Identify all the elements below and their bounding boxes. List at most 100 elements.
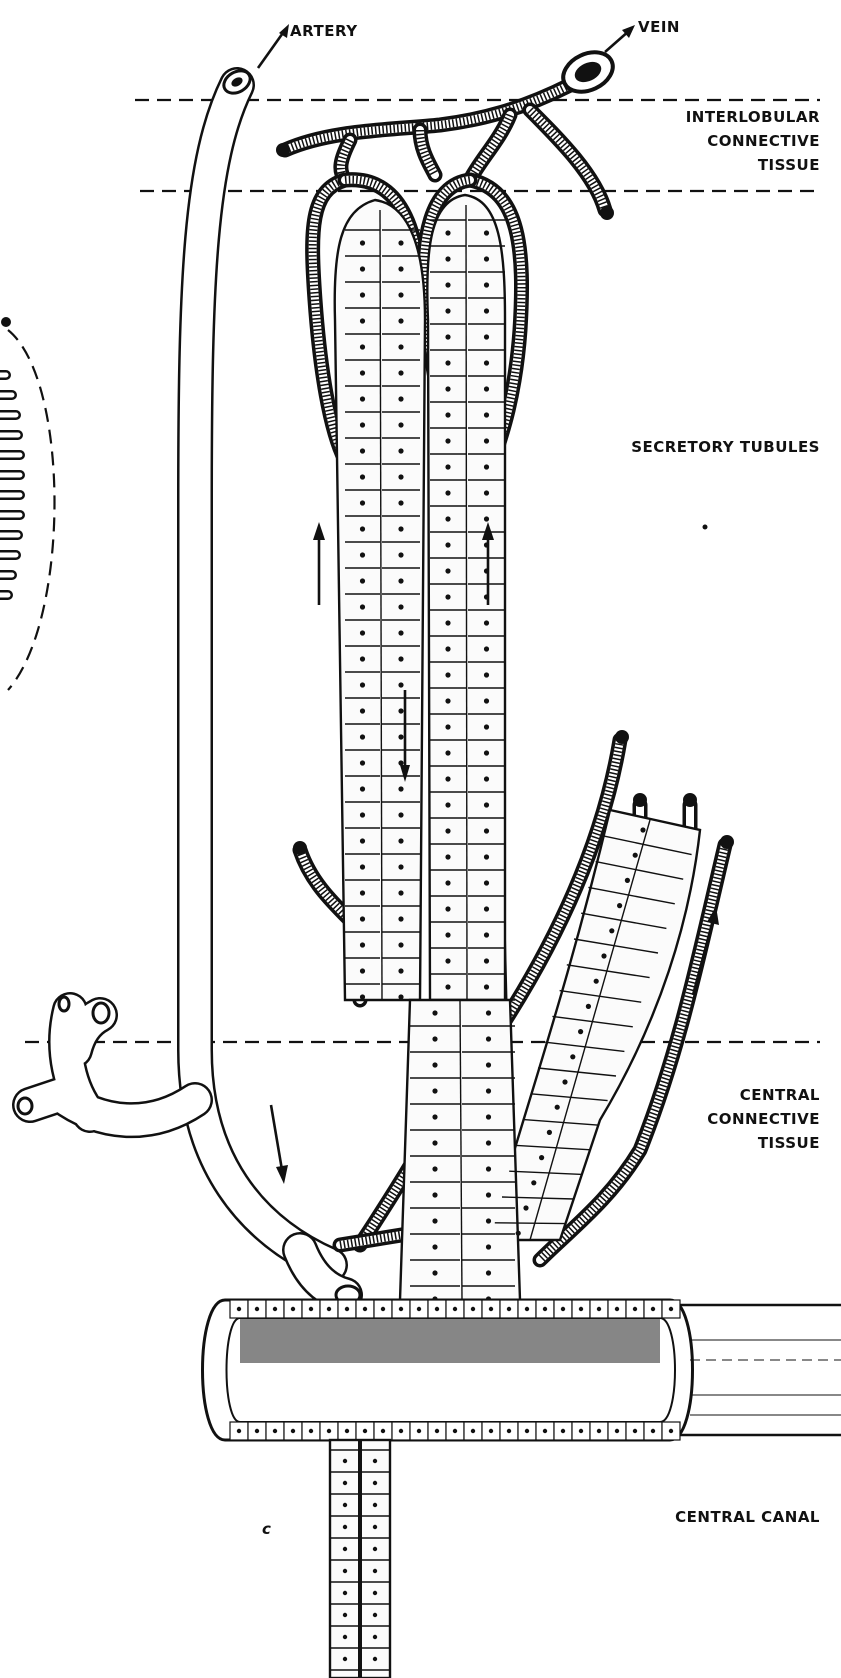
cell-nucleus: [360, 318, 365, 323]
cell-nucleus: [373, 1525, 377, 1529]
cell-nucleus: [343, 1459, 347, 1463]
cell-nucleus: [471, 1429, 475, 1433]
stray-dot: [703, 525, 708, 530]
cell-nucleus: [432, 1244, 437, 1249]
cell-nucleus: [486, 1140, 491, 1145]
cell-nucleus: [523, 1205, 528, 1210]
cell-nucleus: [561, 1307, 565, 1311]
cell-nucleus: [432, 1088, 437, 1093]
cell-nucleus: [543, 1429, 547, 1433]
cell-nucleus: [445, 880, 450, 885]
cell-nucleus: [570, 1054, 575, 1059]
cell-nucleus: [373, 1459, 377, 1463]
cell-nucleus: [398, 448, 403, 453]
cell-nucleus: [360, 630, 365, 635]
cell-nucleus: [435, 1429, 439, 1433]
cell-nucleus: [273, 1429, 277, 1433]
secretory-tubule-diagonal: [490, 810, 700, 1240]
cell-nucleus: [484, 490, 489, 495]
cell-nucleus: [432, 1192, 437, 1197]
central-ct-label-line3: TISSUE: [758, 1134, 820, 1152]
cell-nucleus: [343, 1547, 347, 1551]
cell-nucleus: [445, 308, 450, 313]
cell-nucleus: [360, 370, 365, 375]
cell-nucleus: [486, 1010, 491, 1015]
cell-nucleus: [445, 724, 450, 729]
cell-nucleus: [484, 646, 489, 651]
cell-nucleus: [486, 1062, 491, 1067]
cell-nucleus: [398, 604, 403, 609]
cell-nucleus: [432, 1270, 437, 1275]
central-ct-label-line1: CENTRAL: [740, 1086, 820, 1104]
cell-nucleus: [516, 1231, 521, 1236]
cell-nucleus: [360, 786, 365, 791]
cell-nucleus: [398, 682, 403, 687]
cell-nucleus: [484, 230, 489, 235]
cell-nucleus: [586, 1004, 591, 1009]
cell-nucleus: [398, 266, 403, 271]
cell-nucleus: [640, 827, 645, 832]
cell-nucleus: [453, 1307, 457, 1311]
cell-nucleus: [360, 344, 365, 349]
cell-nucleus: [486, 1036, 491, 1041]
cell-nucleus: [360, 448, 365, 453]
cell-nucleus: [484, 958, 489, 963]
cell-nucleus: [445, 958, 450, 963]
cell-nucleus: [445, 932, 450, 937]
cell-nucleus: [486, 1088, 491, 1093]
cell-nucleus: [398, 760, 403, 765]
cell-nucleus: [432, 1036, 437, 1041]
cell-nucleus: [445, 282, 450, 287]
cell-nucleus: [625, 878, 630, 883]
cell-nucleus: [360, 864, 365, 869]
cell-nucleus: [445, 360, 450, 365]
cell-nucleus: [398, 552, 403, 557]
cell-nucleus: [484, 802, 489, 807]
cell-nucleus: [398, 708, 403, 713]
cell-nucleus: [445, 854, 450, 859]
cell-nucleus: [360, 604, 365, 609]
cell-nucleus: [309, 1307, 313, 1311]
cell-nucleus: [360, 682, 365, 687]
cell-nucleus: [633, 853, 638, 858]
cell-nucleus: [484, 698, 489, 703]
cell-nucleus: [255, 1307, 259, 1311]
cell-nucleus: [343, 1503, 347, 1507]
cell-nucleus: [343, 1635, 347, 1639]
central-canal: [203, 1300, 841, 1440]
interlobular-label-line2: CONNECTIVE: [707, 132, 820, 150]
cell-nucleus: [291, 1307, 295, 1311]
cell-nucleus: [445, 334, 450, 339]
cell-nucleus: [484, 516, 489, 521]
cell-partition: [495, 1223, 566, 1224]
cell-nucleus: [486, 1166, 491, 1171]
cell-nucleus: [417, 1307, 421, 1311]
cell-nucleus: [373, 1481, 377, 1485]
cell-nucleus: [398, 812, 403, 817]
cell-nucleus: [484, 386, 489, 391]
cell-nucleus: [445, 412, 450, 417]
corner-mark: c: [262, 1520, 271, 1538]
cell-nucleus: [398, 734, 403, 739]
cell-nucleus: [507, 1307, 511, 1311]
cell-nucleus: [445, 542, 450, 547]
interlobular-label-line3: TISSUE: [758, 156, 820, 174]
cell-nucleus: [432, 1062, 437, 1067]
cell-nucleus: [609, 928, 614, 933]
cell-nucleus: [445, 256, 450, 261]
cell-nucleus: [484, 776, 489, 781]
cell-nucleus: [255, 1429, 259, 1433]
cell-nucleus: [360, 994, 365, 999]
cell-nucleus: [360, 500, 365, 505]
cell-nucleus: [484, 464, 489, 469]
vein-label: VEIN: [638, 18, 680, 36]
cell-nucleus: [578, 1029, 583, 1034]
cell-nucleus: [343, 1657, 347, 1661]
cell-nucleus: [484, 334, 489, 339]
cell-nucleus: [651, 1429, 655, 1433]
cell-nucleus: [445, 230, 450, 235]
cell-nucleus: [360, 266, 365, 271]
cell-nucleus: [432, 1114, 437, 1119]
cell-nucleus: [597, 1429, 601, 1433]
cell-nucleus: [525, 1429, 529, 1433]
